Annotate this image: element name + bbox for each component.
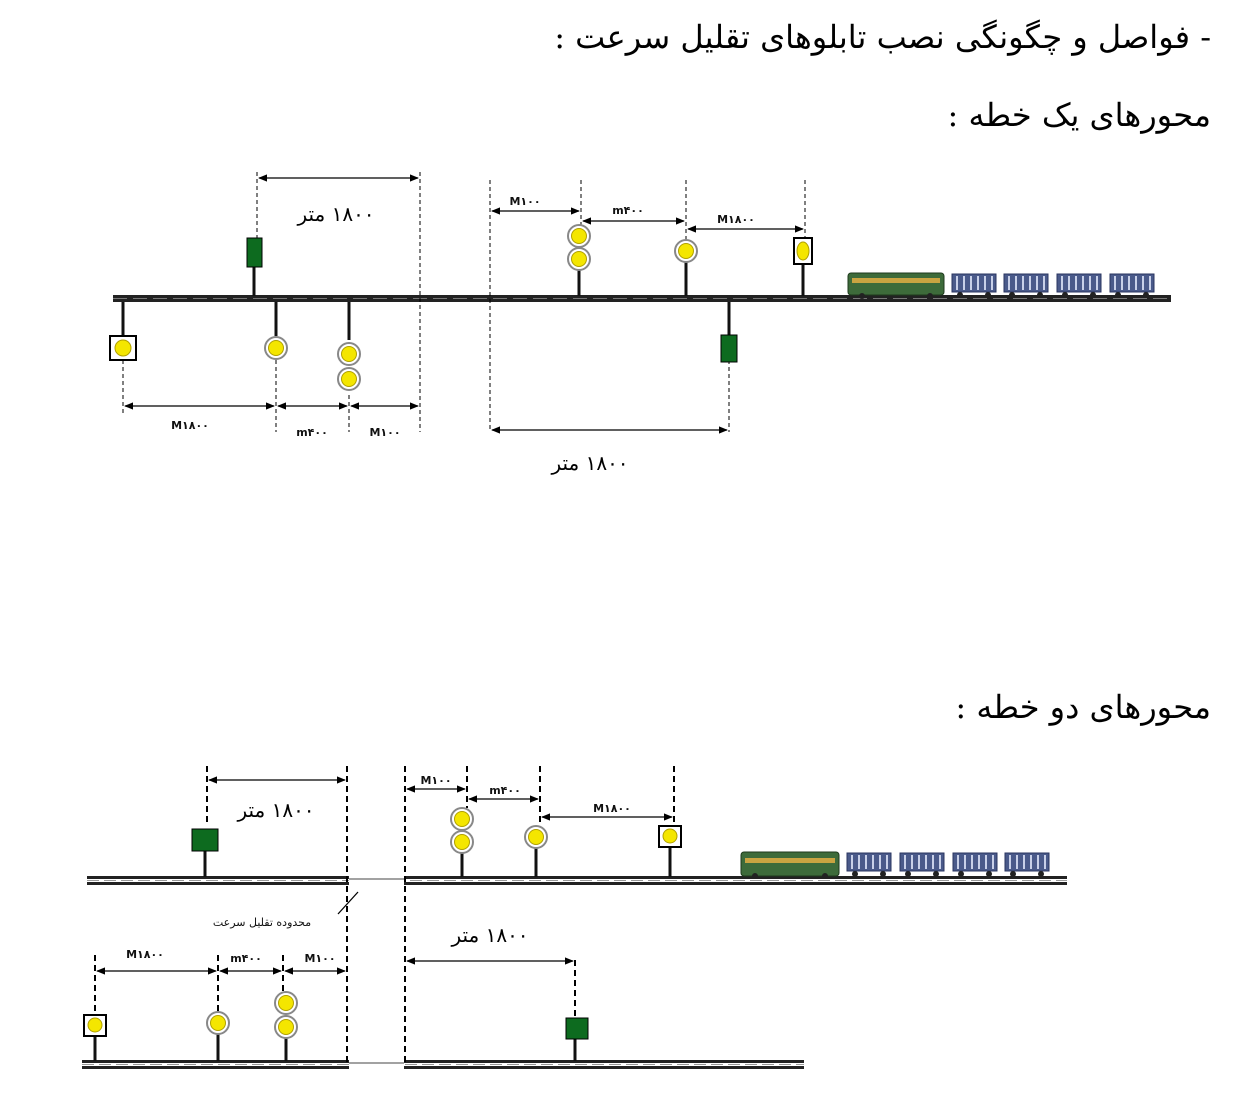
double-top-m400-label: m۴۰۰ — [489, 784, 521, 797]
double-track-rail-upper — [87, 876, 1067, 885]
double-single-lamp-sign-top — [524, 825, 548, 877]
single-green-board-top — [246, 237, 263, 296]
single-top-m100-label: M۱۰۰ — [509, 195, 540, 208]
double-square-lamp-sign-top — [658, 825, 682, 877]
single-double-lamp-sign-bottom — [337, 302, 361, 391]
double-train — [740, 851, 1050, 879]
single-top-1800m-label: ۱۸۰۰ متر — [296, 202, 374, 226]
double-track-diagram: ۱۸۰۰ متر M۱۰۰ m۴۰۰ M۱۸۰۰ محدوده تقلیل سر… — [82, 766, 1067, 1070]
double-top-1800m-label: ۱۸۰۰ متر — [236, 798, 314, 822]
single-square-lamp-sign-bottom — [109, 302, 137, 361]
single-green-board-bottom — [720, 302, 738, 363]
double-bottom-1800m-label: ۱۸۰۰ متر — [450, 923, 528, 947]
double-square-lamp-sign-bottom — [83, 1014, 107, 1061]
double-double-lamp-sign-top — [450, 807, 474, 877]
single-bottom-m1800-label: M۱۸۰۰ — [171, 419, 209, 432]
single-single-lamp-sign-bottom — [264, 302, 288, 360]
single-single-lamp-sign-top — [674, 239, 698, 296]
double-track-heading: محورهای دو خطه : — [955, 688, 1211, 726]
speed-reduction-zone-label: محدوده تقلیل سرعت — [213, 916, 311, 929]
single-track-heading: محورهای یک خطه : — [947, 96, 1211, 134]
double-green-board-bottom — [565, 1017, 589, 1061]
double-top-m1800-label: M۱۸۰۰ — [593, 802, 631, 815]
single-top-m1800-label: M۱۸۰۰ — [717, 213, 755, 226]
double-bottom-m400-label: m۴۰۰ — [230, 952, 262, 965]
double-track-rail-lower — [82, 1060, 804, 1069]
double-green-board-top — [191, 828, 219, 877]
double-top-m100-label: M۱۰۰ — [420, 774, 451, 787]
single-double-lamp-sign-top — [567, 224, 591, 296]
double-bottom-m100-label: M۱۰۰ — [304, 952, 335, 965]
single-bottom-m100-label: M۱۰۰ — [369, 426, 400, 439]
single-train — [847, 272, 1155, 299]
single-square-lamp-sign-top — [793, 237, 813, 296]
double-double-lamp-sign-bottom — [274, 991, 298, 1061]
single-bottom-1800m-label: ۱۸۰۰ متر — [550, 451, 628, 475]
single-track-rail — [113, 295, 1171, 302]
single-top-m400-label: m۴۰۰ — [612, 204, 644, 217]
double-bottom-m1800-label: M۱۸۰۰ — [126, 948, 164, 961]
double-single-lamp-sign-bottom — [206, 1011, 230, 1061]
main-heading: - فواصل و چگونگی نصب تابلوهای تقلیل سرعت… — [554, 18, 1211, 56]
single-track-diagram: ۱۸۰۰ متر M۱۰۰ m۴۰۰ M۱۸۰۰ M۱۸۰۰ m۴۰۰ M۱۰۰… — [109, 172, 1171, 475]
single-bottom-m400-label: m۴۰۰ — [296, 426, 328, 439]
